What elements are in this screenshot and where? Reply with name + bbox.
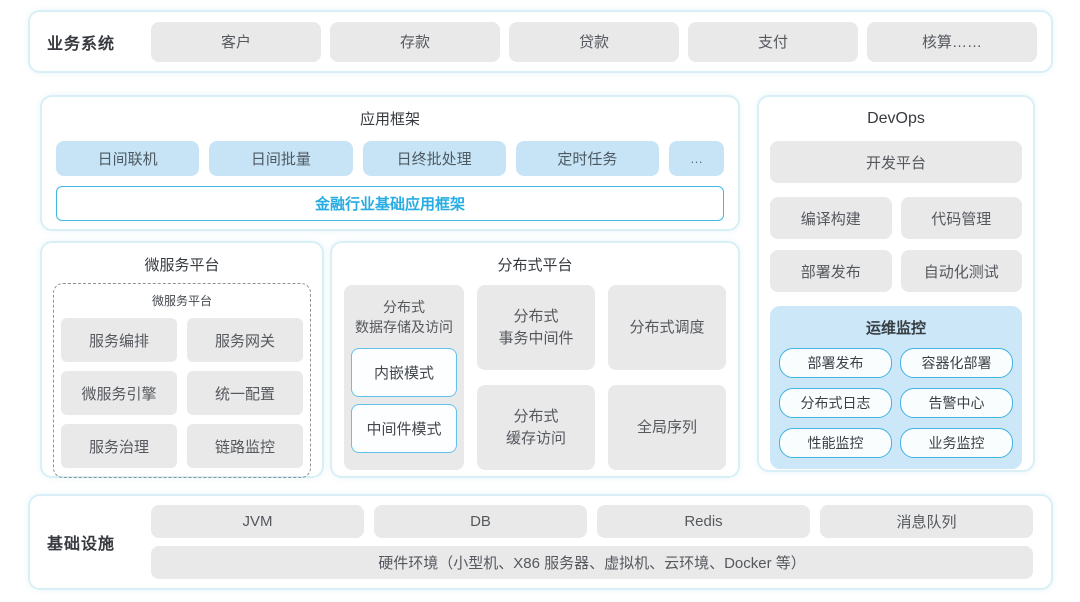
- distributed-platform-title: 分布式平台: [497, 257, 573, 274]
- module-eod-batch: 日终批处理: [362, 141, 506, 176]
- infrastructure-body: JVM DB Redis 消息队列 硬件环境（小型机、X86 服务器、虚拟机、云…: [151, 505, 1033, 579]
- devops-title: DevOps: [867, 110, 925, 127]
- ms-service-orchestration: 服务编排: [61, 318, 177, 362]
- devops-panel: DevOps 开发平台 编译构建 代码管理 部署发布 自动化测试 运维监控 部署…: [757, 95, 1035, 472]
- business-system-item-payment: 支付: [688, 21, 858, 62]
- business-systems-panel: 业务系统 客户 存款 贷款 支付 核算……: [28, 10, 1053, 73]
- microservice-inner-box: 微服务平台 服务编排 服务网关 微服务引擎 统一配置 服务治理 链路监控: [53, 283, 311, 478]
- infra-jvm-box: JVM: [151, 505, 364, 538]
- infra-db-box: DB: [374, 505, 587, 538]
- mon-distributed-logs: 分布式日志: [779, 388, 892, 418]
- deploy-release-box: 部署发布: [770, 250, 892, 292]
- app-framework-title: 应用框架: [359, 111, 420, 128]
- distributed-right-column: 分布式调度 全局序列: [608, 285, 726, 470]
- ms-trace-monitoring: 链路监控: [187, 424, 303, 468]
- module-ellipsis: …: [669, 141, 724, 176]
- microservice-platform-title: 微服务平台: [144, 257, 220, 274]
- hardware-environment-box: 硬件环境（小型机、X86 服务器、虚拟机、云环境、Docker 等）: [151, 546, 1033, 579]
- app-framework-modules-row: 日间联机 日间批量 日终批处理 定时任务 …: [56, 141, 724, 176]
- infra-message-queue-box: 消息队列: [820, 505, 1033, 538]
- mon-performance-monitoring: 性能监控: [779, 428, 892, 458]
- business-systems-row: 客户 存款 贷款 支付 核算……: [151, 21, 1037, 62]
- mon-containerized-deploy: 容器化部署: [900, 348, 1013, 378]
- distributed-platform-panel: 分布式平台 分布式 数据存储及访问 内嵌模式 中间件模式 分布式 事务中间件 分…: [330, 241, 740, 478]
- ops-monitoring-box: 运维监控 部署发布 容器化部署 分布式日志 告警中心 性能监控 业务监控: [770, 306, 1022, 469]
- distributed-cache-box: 分布式 缓存访问: [477, 385, 595, 470]
- automated-testing-box: 自动化测试: [900, 250, 1022, 292]
- distributed-platform-body: 分布式 数据存储及访问 内嵌模式 中间件模式 分布式 事务中间件 分布式 缓存访…: [344, 285, 726, 470]
- business-system-item-loan: 贷款: [509, 21, 679, 62]
- embedded-mode-box: 内嵌模式: [351, 348, 457, 398]
- infra-redis-box: Redis: [597, 505, 810, 538]
- devops-tools-grid: 编译构建 代码管理 部署发布 自动化测试: [770, 197, 1022, 292]
- business-system-item-deposit: 存款: [330, 21, 500, 62]
- distributed-storage-label: 分布式 数据存储及访问: [355, 299, 453, 335]
- ms-service-gateway: 服务网关: [187, 318, 303, 362]
- code-management-box: 代码管理: [900, 197, 1022, 239]
- module-daytime-batch: 日间批量: [209, 141, 353, 176]
- infrastructure-label: 基础设施: [47, 536, 116, 553]
- business-systems-label: 业务系统: [47, 35, 116, 53]
- app-framework-panel: 应用框架 日间联机 日间批量 日终批处理 定时任务 … 金融行业基础应用框架: [40, 95, 740, 231]
- distributed-middle-column: 分布式 事务中间件 分布式 缓存访问: [477, 285, 595, 470]
- business-system-item-accounting: 核算……: [867, 21, 1037, 62]
- compile-build-box: 编译构建: [770, 197, 892, 239]
- ms-microservice-engine: 微服务引擎: [61, 371, 177, 415]
- module-daytime-online: 日间联机: [56, 141, 200, 176]
- distributed-transaction-box: 分布式 事务中间件: [477, 285, 595, 370]
- distributed-scheduling-box: 分布式调度: [608, 285, 726, 370]
- distributed-storage-box: 分布式 数据存储及访问 内嵌模式 中间件模式: [344, 285, 464, 470]
- infrastructure-row: JVM DB Redis 消息队列: [151, 505, 1033, 538]
- business-system-item-customer: 客户: [151, 21, 321, 62]
- mon-alert-center: 告警中心: [900, 388, 1013, 418]
- ms-unified-config: 统一配置: [187, 371, 303, 415]
- mon-deploy-release: 部署发布: [779, 348, 892, 378]
- microservice-platform-panel: 微服务平台 微服务平台 服务编排 服务网关 微服务引擎 统一配置 服务治理 链路…: [40, 241, 324, 478]
- microservice-inner-title: 微服务平台: [151, 294, 212, 308]
- microservice-grid: 服务编排 服务网关 微服务引擎 统一配置 服务治理 链路监控: [61, 318, 303, 468]
- finance-base-framework: 金融行业基础应用框架: [56, 186, 724, 221]
- ops-monitoring-grid: 部署发布 容器化部署 分布式日志 告警中心 性能监控 业务监控: [779, 348, 1013, 458]
- global-sequence-box: 全局序列: [608, 385, 726, 470]
- middleware-mode-box: 中间件模式: [351, 404, 457, 454]
- ms-service-governance: 服务治理: [61, 424, 177, 468]
- module-scheduled-tasks: 定时任务: [515, 141, 659, 176]
- dev-platform-box: 开发平台: [770, 141, 1022, 183]
- mon-business-monitoring: 业务监控: [900, 428, 1013, 458]
- infrastructure-panel: 基础设施 JVM DB Redis 消息队列 硬件环境（小型机、X86 服务器、…: [28, 494, 1053, 590]
- ops-monitoring-title: 运维监控: [865, 320, 926, 337]
